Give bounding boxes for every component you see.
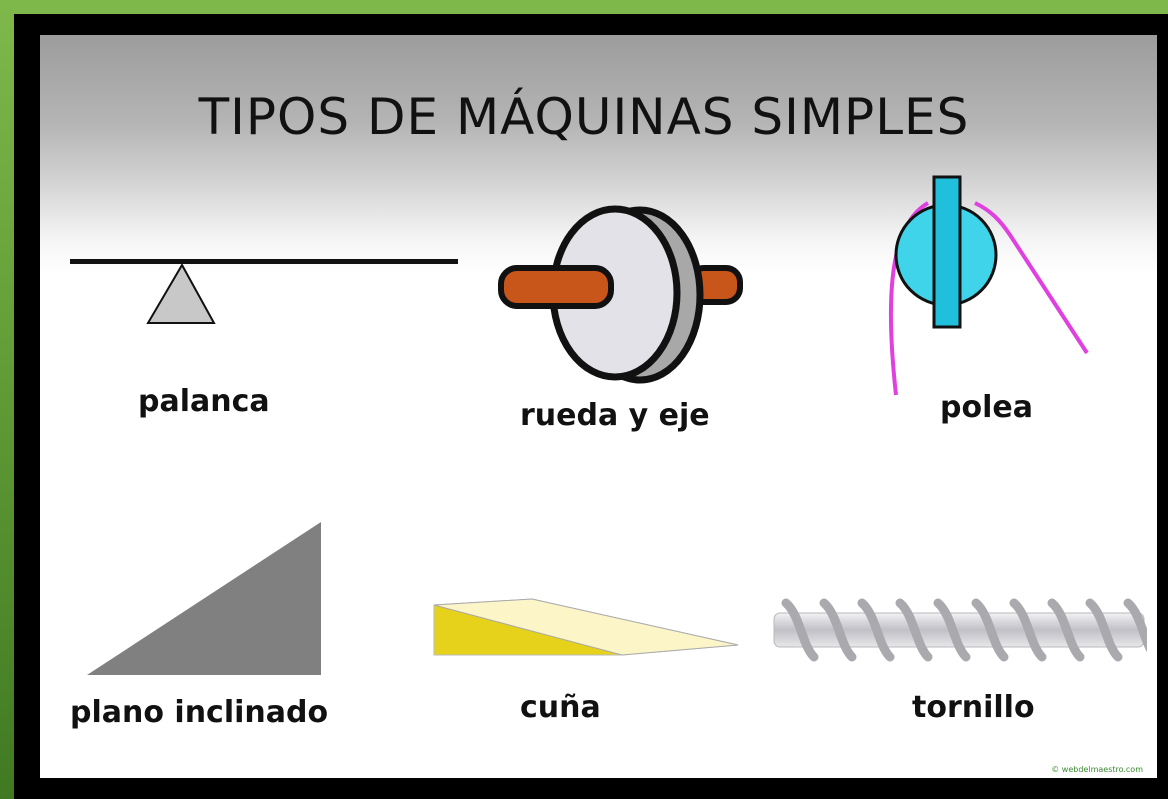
screw-thread [895,598,933,662]
screw-thread [781,598,819,662]
screw-thread [1047,598,1085,662]
screw-thread [819,598,857,662]
inclined-plane-icon [87,522,321,675]
screw-thread [1123,598,1147,653]
page-title: TIPOS DE MÁQUINAS SIMPLES [198,88,970,146]
screw-thread [1085,598,1123,662]
label-plano-inclinado: plano inclinado [70,695,329,730]
screw-thread [933,598,971,662]
lever-icon [70,259,458,324]
wheel-and-axle-icon [498,205,743,384]
label-cuna: cuña [520,690,601,725]
screw-thread [971,598,1009,662]
label-polea: polea [940,390,1033,425]
label-palanca: palanca [138,384,270,419]
pulley-icon [888,175,1089,396]
screw-thread [857,598,895,662]
wedge-icon [433,598,739,656]
label-rueda-y-eje: rueda y eje [520,398,710,433]
credit-text: © webdelmaestro.com [1051,765,1143,774]
screw-thread [1009,598,1047,662]
screw-icon [773,598,1147,662]
label-tornillo: tornillo [912,690,1035,725]
